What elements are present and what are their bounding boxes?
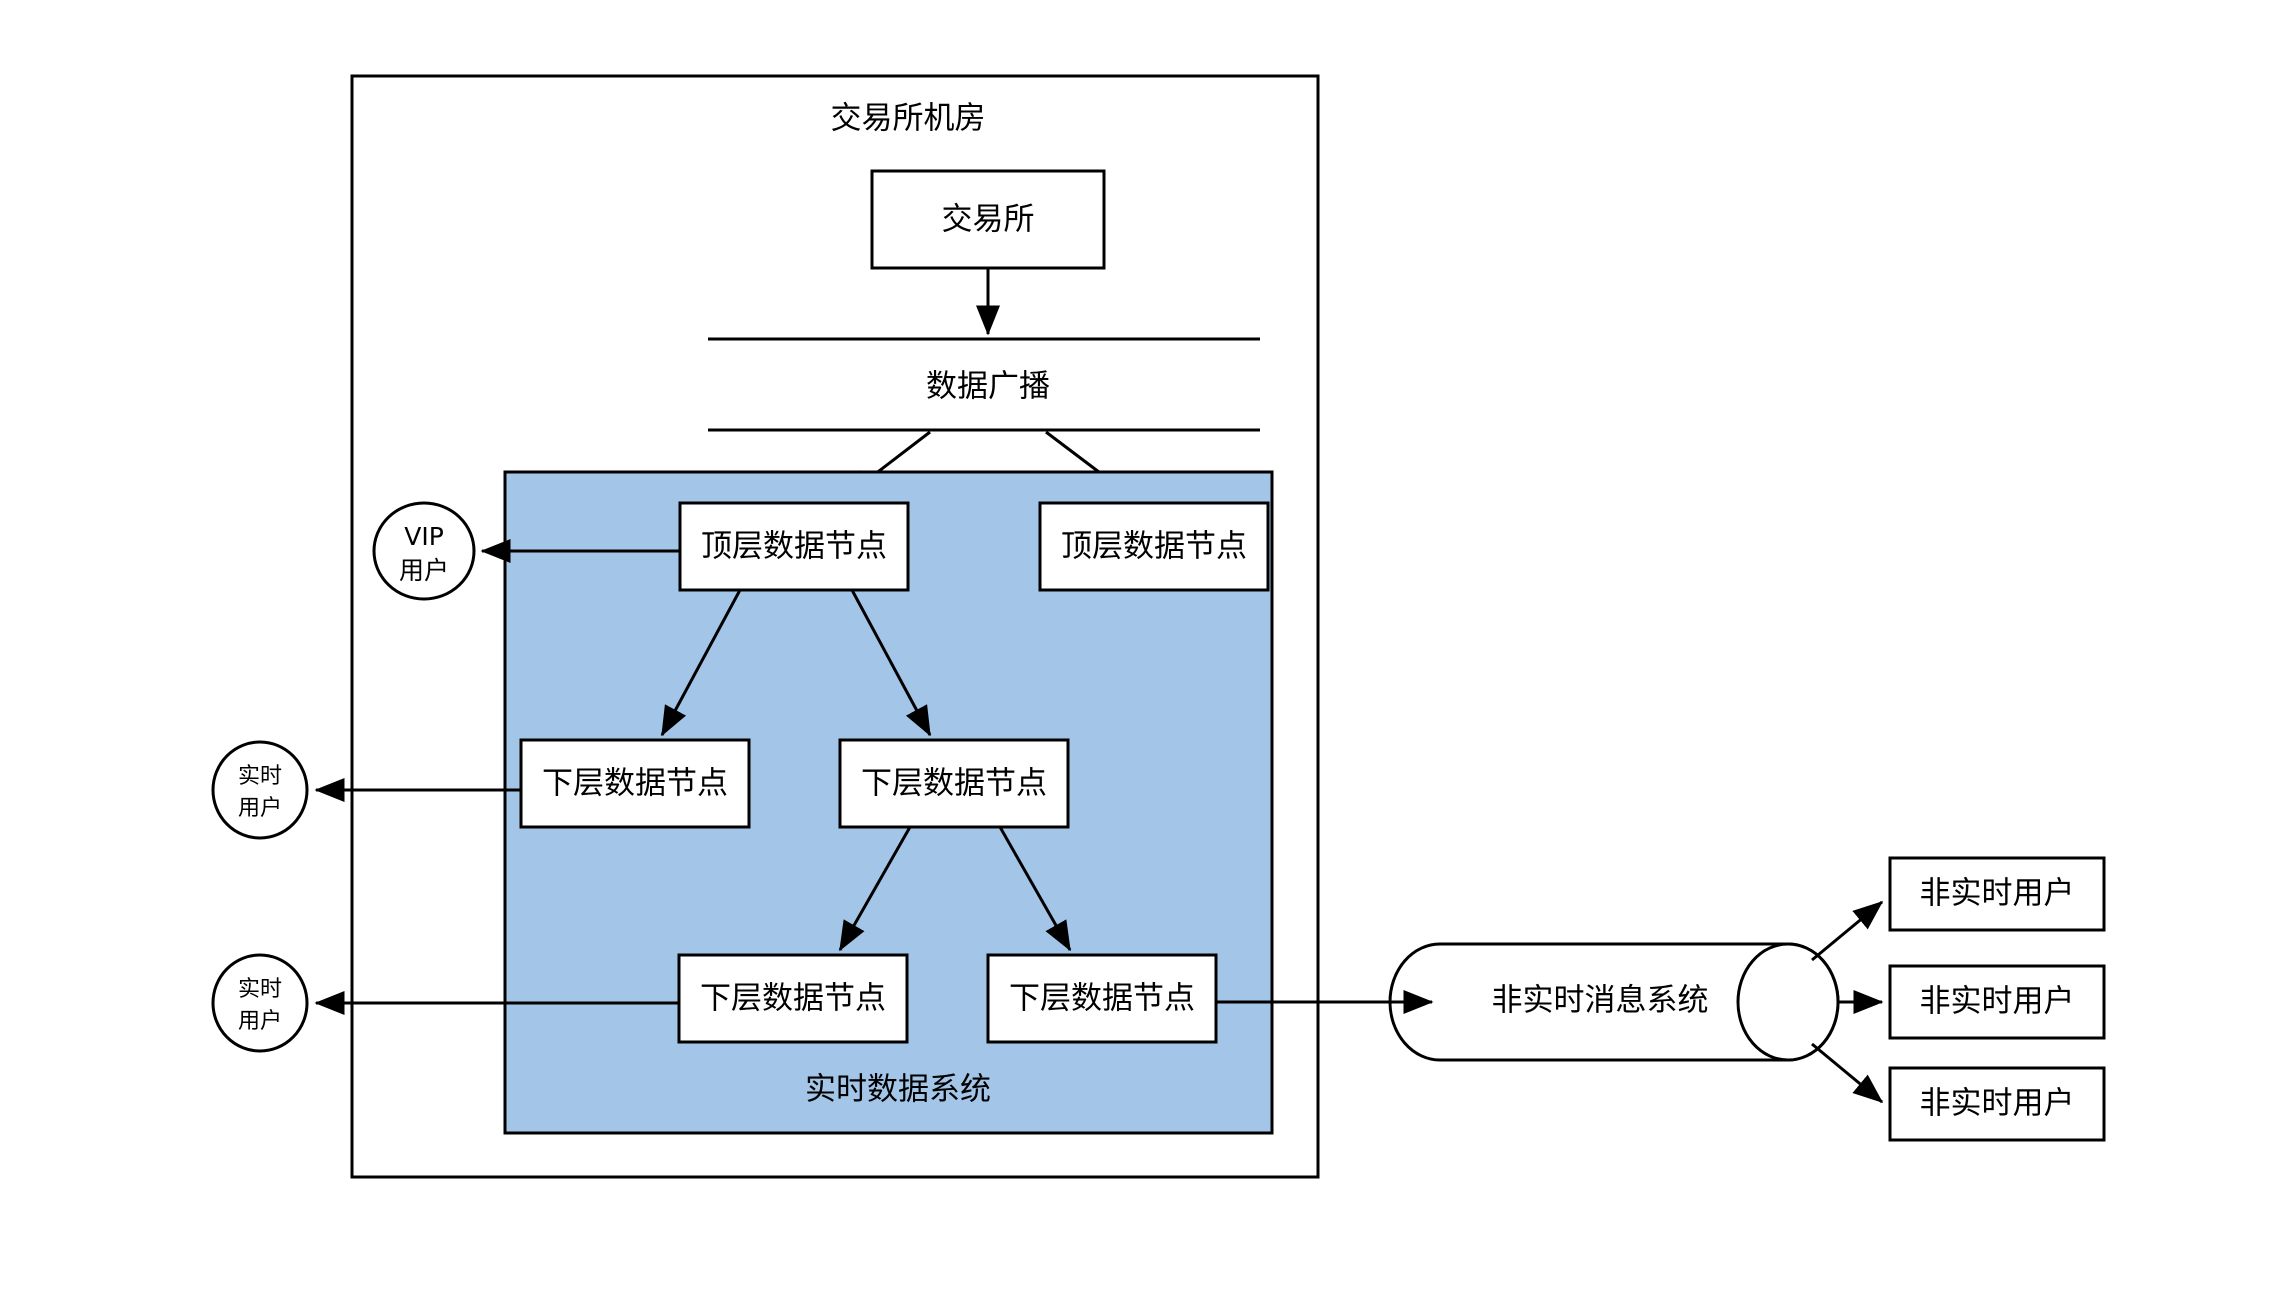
- node-top-left-label: 顶层数据节点: [701, 529, 887, 565]
- node-mid-right-label: 下层数据节点: [861, 766, 1047, 802]
- realtime-user-upper-node[interactable]: [211, 740, 309, 840]
- vip-user-label-line2: 用户: [399, 556, 449, 585]
- realtime-user-upper-label-line1: 实时: [238, 764, 282, 789]
- edge-topleft-to-midright: [850, 589, 932, 737]
- node-bottom-right-label: 下层数据节点: [1009, 981, 1195, 1017]
- non-realtime-user-box-3[interactable]: [1888, 1066, 2106, 1142]
- node-mid-left-label: 下层数据节点: [542, 766, 728, 802]
- realtime-user-upper-label-line2: 用户: [238, 796, 282, 821]
- non-realtime-user-label-1: 非实时用户: [1920, 876, 2075, 912]
- edge-message-system-to-user-1: [1811, 900, 1884, 962]
- vip-user-label-line1: VIP: [404, 522, 444, 551]
- edge-midright-to-bottomleft: [838, 826, 912, 952]
- message-system-cap: [1736, 942, 1840, 1062]
- message-system-label: 非实时消息系统: [1492, 983, 1709, 1019]
- edge-midright-to-bottomright: [998, 826, 1072, 952]
- broadcast-label: 数据广播: [926, 369, 1050, 405]
- edge-topleft-to-midleft: [660, 589, 742, 737]
- node-bottom-left[interactable]: [677, 953, 909, 1044]
- exchange-box-label: 交易所: [942, 202, 1035, 238]
- vip-user-node[interactable]: [372, 501, 476, 601]
- node-top-right-label: 顶层数据节点: [1061, 529, 1247, 565]
- edge-message-system-to-user-3: [1811, 1042, 1884, 1104]
- realtime-user-lower-node[interactable]: [211, 953, 309, 1053]
- node-top-right[interactable]: [1038, 501, 1270, 592]
- non-realtime-user-label-3: 非实时用户: [1920, 1086, 2075, 1122]
- non-realtime-user-box-1[interactable]: [1888, 856, 2106, 932]
- non-realtime-user-label-2: 非实时用户: [1920, 984, 2075, 1020]
- node-bottom-left-label: 下层数据节点: [700, 981, 886, 1017]
- node-mid-right[interactable]: [838, 738, 1070, 829]
- exchange-box[interactable]: [870, 169, 1106, 270]
- exchange-datacenter-title: 交易所机房: [831, 101, 986, 137]
- realtime-user-lower-label-line2: 用户: [238, 1009, 282, 1034]
- node-bottom-right[interactable]: [986, 953, 1218, 1044]
- node-top-left[interactable]: [678, 501, 910, 592]
- non-realtime-user-box-2[interactable]: [1888, 964, 2106, 1040]
- realtime-data-system-label: 实时数据系统: [805, 1072, 991, 1108]
- realtime-user-lower-label-line1: 实时: [238, 977, 282, 1002]
- node-mid-left[interactable]: [519, 738, 751, 829]
